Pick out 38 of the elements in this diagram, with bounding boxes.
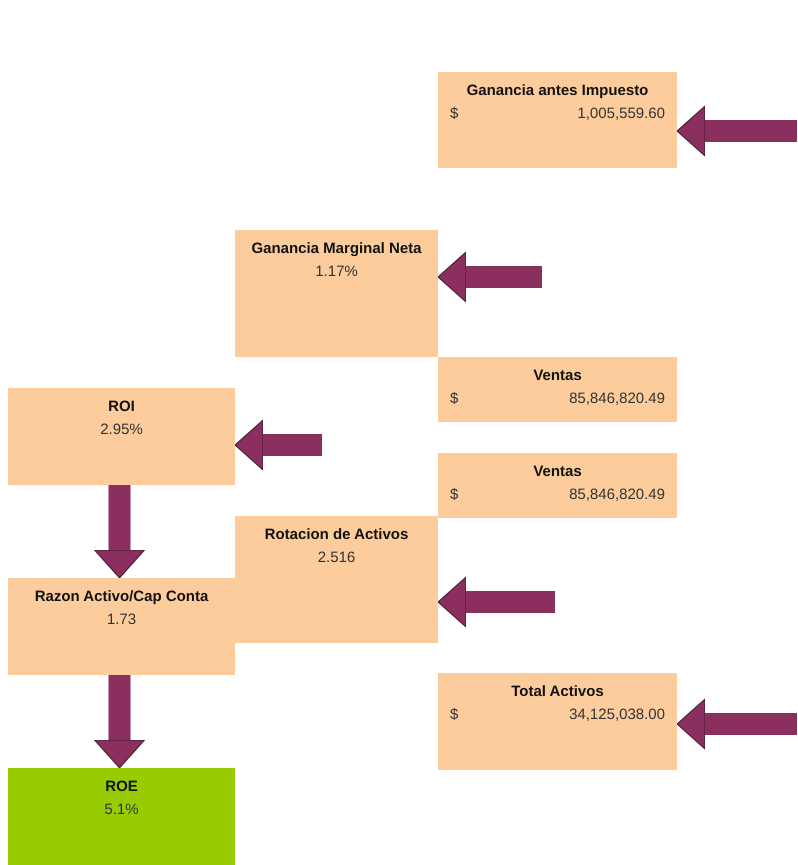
metric-box [235,230,438,357]
metric-value: 1.17% [315,263,358,280]
amount-value: 85,846,820.49 [569,486,665,503]
currency-symbol: $ [450,105,458,122]
block-arrow [438,576,555,628]
block-arrow [438,252,542,302]
metric-title: ROE [105,778,138,795]
currency-symbol: $ [450,390,458,407]
metric-title: Ventas [533,463,582,480]
metric-value: 2.516 [318,549,356,566]
amount-value: 85,846,820.49 [569,390,665,407]
metric-title: Rotacion de Activos [264,526,408,543]
metric-box [438,673,677,770]
metric-value: 5.1% [104,801,139,818]
metric-box [438,72,677,168]
block-arrow [94,675,145,768]
metric-title: Razon Activo/Cap Conta [34,588,208,605]
currency-symbol: $ [450,706,458,723]
block-arrow [94,485,145,578]
metric-box [8,578,235,675]
amount-value: 1,005,559.60 [577,105,665,122]
metric-value: 2.95% [100,421,143,438]
block-arrow [676,106,797,156]
block-arrow [234,420,322,470]
metric-box [235,516,438,643]
metric-title: ROI [108,398,135,415]
currency-symbol: $ [450,486,458,503]
metric-title: Ventas [533,367,582,384]
result-box [8,768,235,865]
metric-box [8,388,235,485]
block-arrow [676,698,797,750]
metric-box [438,357,677,422]
metric-title: Total Activos [511,683,604,700]
metric-value: 1.73 [106,611,136,628]
amount-value: 34,125,038.00 [569,706,665,723]
metric-title: Ganancia antes Impuesto [466,82,648,99]
metric-box [438,453,677,518]
metric-title: Ganancia Marginal Neta [251,240,422,257]
